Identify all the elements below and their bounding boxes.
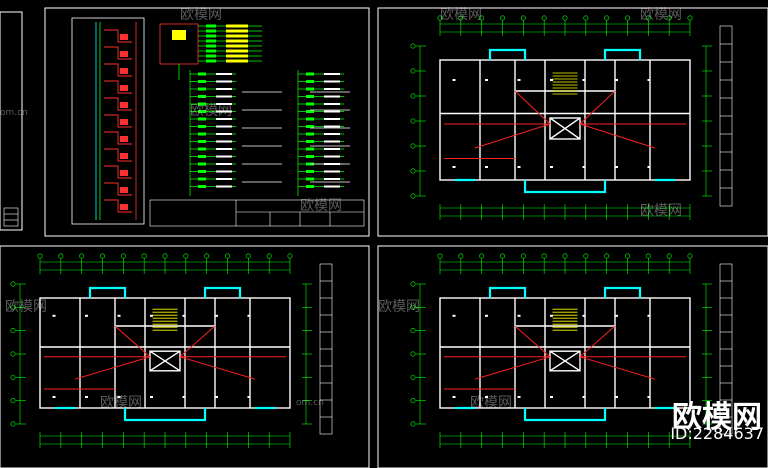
watermark-brand-1: 欧模网 [180,7,222,23]
floor-plan-lower-left [10,253,333,448]
distribution-system-diagram [71,17,365,227]
watermark-brand-7: 欧模网 [5,299,47,315]
sheet-frames [0,7,768,468]
watermark-id: ID:2284637 [670,424,764,443]
watermark-site-1: om.cn [0,108,28,118]
watermark-site-2: om.cn [296,398,324,408]
watermark-brand-4: 欧模网 [190,103,232,119]
watermark-brand-2: 欧模网 [440,7,482,23]
watermark-brand-6: 欧模网 [640,203,682,219]
watermark-brand-8: 欧模网 [378,299,420,315]
watermark-brand: 欧模网 [672,400,762,435]
watermark-brand-10: 欧模网 [470,395,512,411]
floor-plan-lower-right [410,253,733,448]
left-partial-sheet [3,207,19,227]
floor-plan-upper-right [410,15,733,220]
watermark-brand-9: 欧模网 [100,395,142,411]
watermark-brand-5: 欧模网 [300,198,342,214]
watermark-brand-3: 欧模网 [640,7,682,23]
